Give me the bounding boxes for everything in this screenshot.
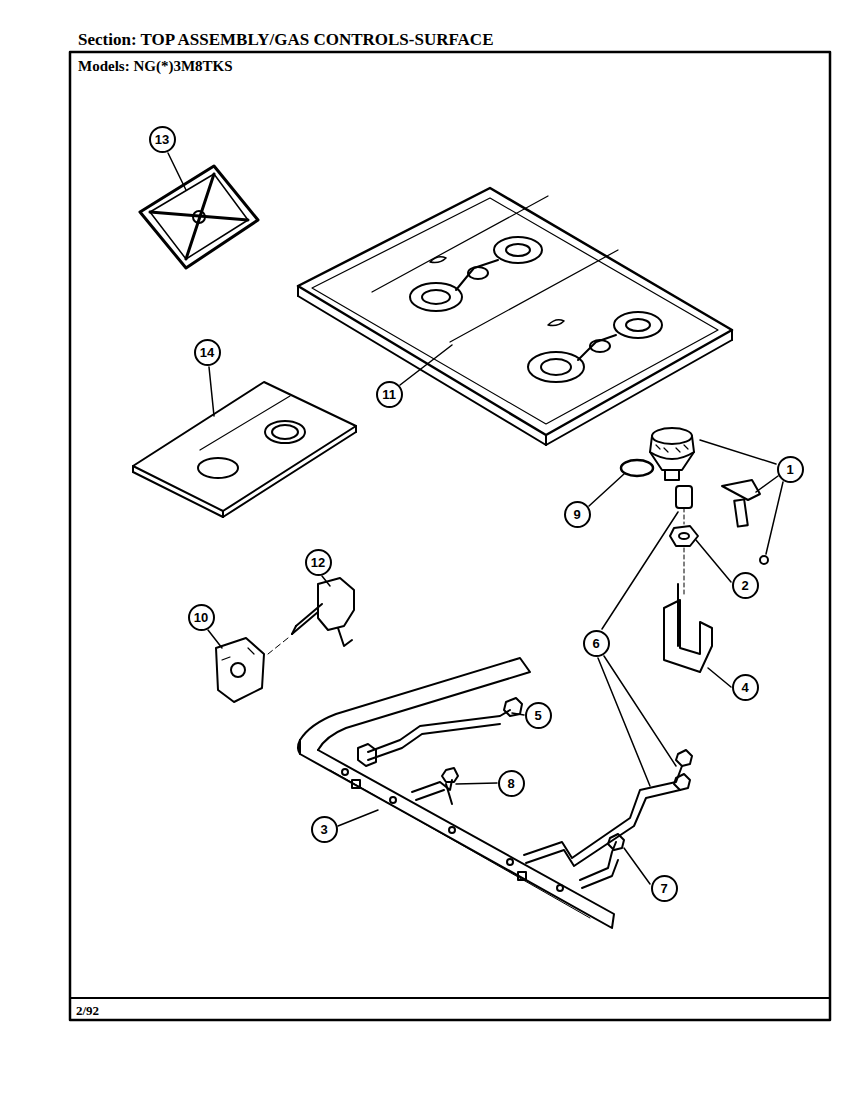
leader-lines — [168, 153, 783, 884]
callout-number: 10 — [194, 611, 208, 624]
tube — [412, 768, 458, 804]
callout-circle: 10 — [188, 604, 215, 631]
ring — [621, 460, 653, 476]
callout-number: 5 — [534, 709, 541, 722]
burner-head — [650, 428, 694, 480]
callout-circle: 4 — [732, 674, 759, 701]
callout-number: 12 — [311, 556, 325, 569]
callout-number: 3 — [320, 823, 327, 836]
orifice-holder — [664, 486, 712, 672]
callout-circle: 5 — [525, 702, 552, 729]
callout-circle: 12 — [305, 549, 332, 576]
date-code: 2/92 — [76, 1003, 99, 1019]
section-title: Section: TOP ASSEMBLY/GAS CONTROLS-SURFA… — [78, 30, 494, 50]
tube — [358, 698, 522, 766]
callout-circle: 7 — [651, 875, 678, 902]
callout-number: 8 — [507, 777, 514, 790]
callout-number: 6 — [592, 637, 599, 650]
callout-number: 2 — [741, 579, 748, 592]
tube — [580, 834, 624, 888]
callout-circle: 13 — [149, 126, 176, 153]
callout-number: 13 — [155, 133, 169, 146]
callout-circle: 1 — [777, 456, 804, 483]
tube — [524, 750, 692, 866]
callout-circle: 2 — [732, 572, 759, 599]
callout-number: 7 — [660, 882, 667, 895]
callout-circle: 9 — [564, 501, 591, 528]
callout-number: 9 — [573, 508, 580, 521]
manifold — [298, 658, 614, 928]
gas-valve — [268, 578, 354, 654]
callout-circle: 14 — [194, 339, 221, 366]
callout-number: 4 — [741, 681, 748, 694]
callout-number: 11 — [382, 388, 396, 401]
callout-circle: 6 — [583, 630, 610, 657]
model-line: Models: NG(*)3M8TKS — [78, 58, 233, 75]
footer-rule — [70, 997, 830, 999]
callout-number: 14 — [200, 346, 214, 359]
callout-circle: 3 — [311, 816, 338, 843]
switch — [216, 638, 264, 702]
frame — [70, 52, 830, 1020]
cooktop — [298, 188, 732, 445]
callout-circle: 8 — [498, 770, 525, 797]
callout-number: 1 — [786, 463, 793, 476]
burner-trim — [133, 382, 356, 517]
igniter — [722, 480, 768, 564]
callout-circle: 11 — [376, 381, 403, 408]
grate — [140, 166, 258, 268]
